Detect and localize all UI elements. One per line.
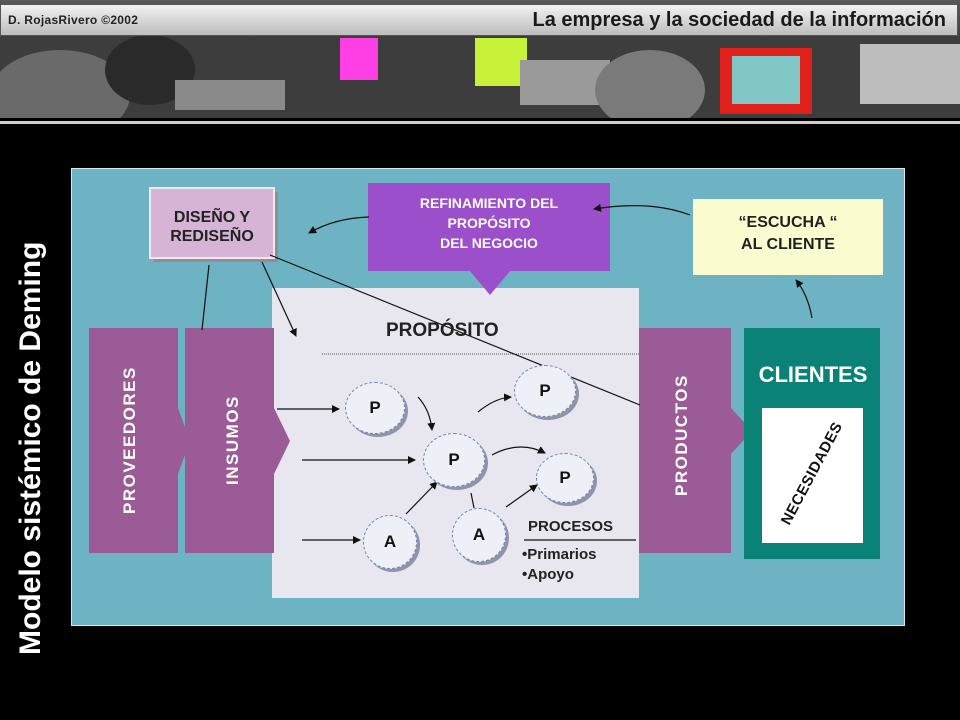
process-node-p2: P [423, 433, 485, 487]
refinamiento-pointer [470, 271, 510, 295]
arrow-p2-to-p4 [491, 446, 546, 456]
header-divider [0, 121, 960, 124]
diseno-box [149, 187, 275, 259]
refinamiento-line-3: DEL NEGOCIO [440, 235, 538, 251]
process-node-p4: P [536, 453, 594, 503]
arrow-p2-to-p3 [477, 393, 512, 413]
insumos-column [185, 328, 274, 553]
productos-arrow [731, 408, 752, 454]
arrow-diseno-to-proposito [261, 261, 297, 337]
support-node-a1: A [363, 515, 417, 569]
refinamiento-label: REFINAMIENTO DEL PROPÓSITO DEL NEGOCIO [368, 193, 610, 253]
line-diseno-to-proveedores [201, 264, 210, 331]
proveedores-label: PROVEEDORES [120, 366, 139, 514]
procesos-label: PROCESOS [528, 518, 614, 535]
process-node-p1: P [345, 382, 405, 434]
escucha-box [693, 199, 883, 275]
arrow-refinamiento-to-diseno [308, 216, 370, 234]
clientes-label: CLIENTES [758, 362, 868, 387]
process-node-p3: P [514, 365, 576, 417]
header-bar [0, 4, 958, 36]
escucha-line-2: AL CLIENTE [741, 236, 835, 253]
proposito-label: PROPÓSITO [386, 320, 499, 341]
escucha-label: “ESCUCHA “ AL CLIENTE [693, 212, 883, 256]
arrow-p1-to-p2 [417, 396, 436, 431]
productos-label: PRODUCTOS [672, 374, 691, 496]
escucha-line-1: “ESCUCHA “ [738, 214, 838, 231]
arrow-clientes-to-escucha [795, 279, 813, 319]
insumos-arrow [274, 408, 290, 474]
line-diseno-to-productos [269, 254, 641, 406]
primarios-label: •Primarios [522, 546, 597, 563]
diseno-line-2: REDISEÑO [170, 228, 254, 245]
arrow-a1-to-p2 [405, 481, 438, 515]
author-credit: D. RojasRivero ©2002 [8, 13, 139, 27]
refinamiento-box [368, 183, 610, 271]
insumos-label: INSUMOS [223, 395, 242, 485]
diseno-line-1: DISEÑO Y [173, 209, 251, 226]
necesidades-box [762, 408, 863, 543]
proveedores-arrow [178, 408, 190, 474]
arrow-escucha-to-refinamiento [593, 203, 691, 216]
line-p2-to-a2 [470, 492, 475, 509]
proveedores-column [89, 328, 178, 553]
arrow-a2-to-p4 [505, 484, 538, 508]
refinamiento-line-1: REFINAMIENTO DEL [419, 195, 559, 211]
header-photo [0, 35, 960, 118]
slide-title: La empresa y la sociedad de la informaci… [532, 9, 947, 31]
diseno-label: DISEÑO Y REDISEÑO [150, 208, 274, 246]
support-node-a2: A [452, 508, 506, 562]
apoyo-label: •Apoyo [522, 566, 574, 583]
refinamiento-line-2: PROPÓSITO [447, 215, 531, 231]
productos-column [639, 328, 731, 553]
